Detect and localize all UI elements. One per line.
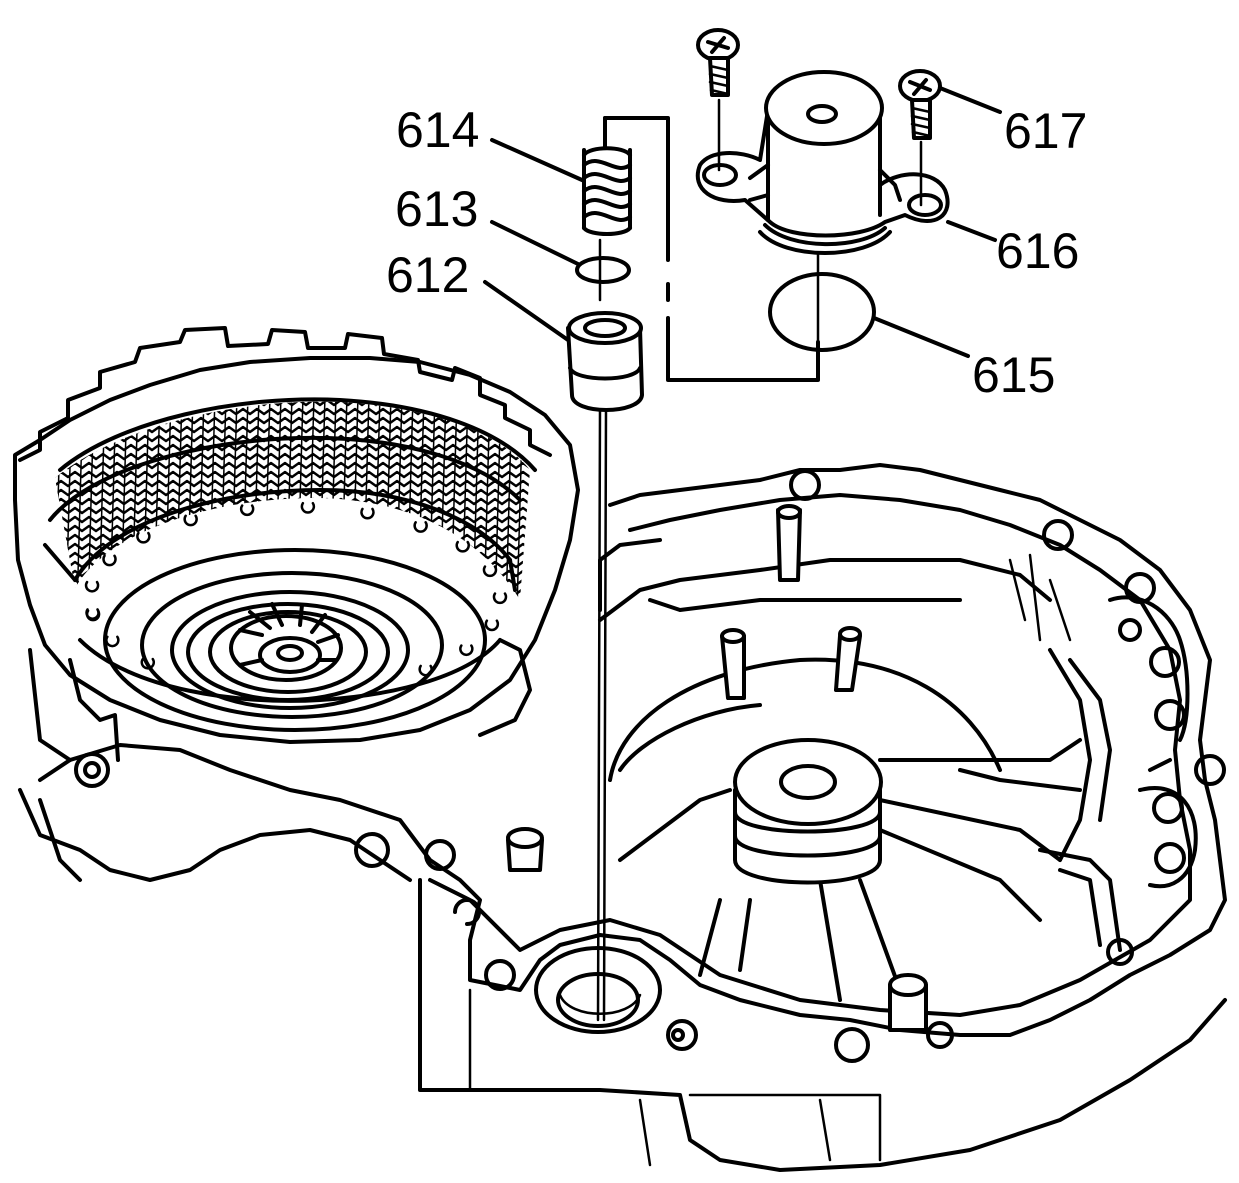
callout-617: 617 bbox=[1004, 103, 1087, 159]
exploded-components bbox=[566, 28, 950, 1022]
callout-616: 616 bbox=[996, 223, 1079, 279]
clutch-drum bbox=[13, 326, 580, 762]
leader-617 bbox=[938, 86, 1002, 114]
leader-612 bbox=[483, 280, 570, 342]
part-616-cover bbox=[695, 70, 950, 255]
callout-615: 615 bbox=[972, 347, 1055, 403]
part-615-oring bbox=[768, 253, 876, 352]
callout-613: 613 bbox=[395, 181, 478, 237]
callout-614: 614 bbox=[396, 102, 479, 158]
part-614-spring bbox=[582, 116, 632, 302]
callout-612: 612 bbox=[386, 247, 469, 303]
callouts: 614 613 612 617 616 615 bbox=[386, 86, 1087, 403]
leader-613 bbox=[490, 220, 580, 266]
transmission-case bbox=[18, 463, 1227, 1172]
part-617-bolt-right bbox=[898, 69, 942, 207]
leader-614 bbox=[490, 138, 584, 182]
part-613-seal bbox=[575, 256, 631, 284]
leader-615 bbox=[872, 316, 970, 358]
part-617-bolt-left bbox=[696, 28, 740, 172]
part-612-piston bbox=[566, 311, 644, 412]
leader-616 bbox=[946, 220, 997, 242]
